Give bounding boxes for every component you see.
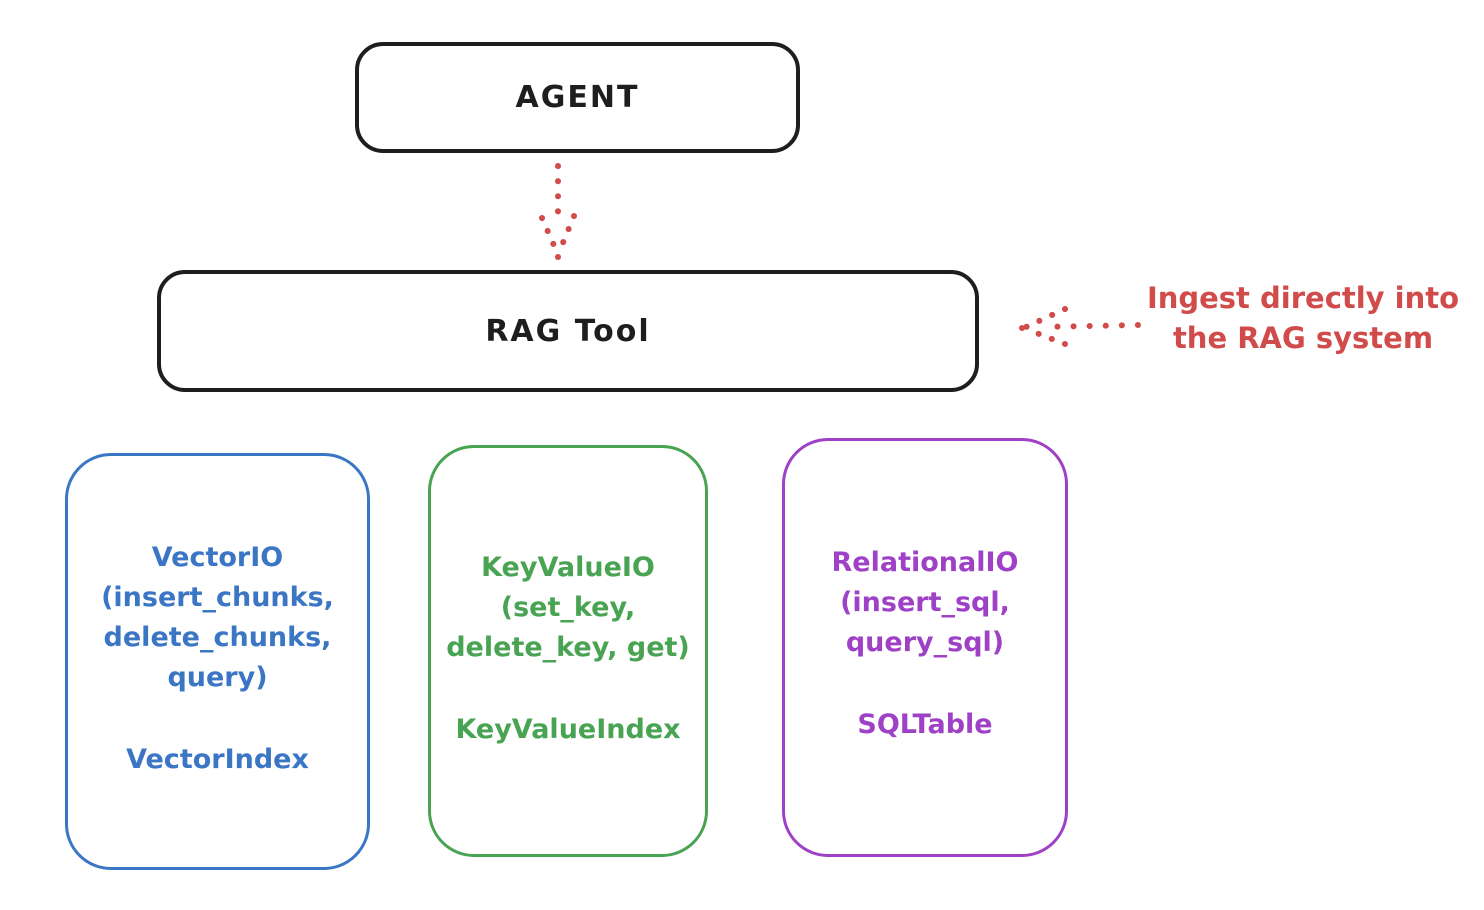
relational-io-node: RelationalIO (insert_sql, query_sql) SQL… [782,438,1068,857]
dotted-arrow-down-icon [539,163,577,260]
keyvalue-index-label: KeyValueIndex [455,714,681,745]
ingest-annotation: Ingest directly into the RAG system [1138,278,1468,358]
rag-tool-label: RAG Tool [485,313,651,349]
dotted-arrow-left-icon [1019,306,1141,347]
relational-io-label: RelationalIO (insert_sql, query_sql) [831,547,1019,658]
vector-index-label: VectorIndex [126,744,309,775]
vector-io-node: VectorIO (insert_chunks, delete_chunks, … [65,453,370,870]
keyvalue-io-node: KeyValueIO (set_key, delete_key, get) Ke… [428,445,708,857]
rag-tool-node: RAG Tool [157,270,979,392]
sqltable-label: SQLTable [857,709,993,740]
ingest-annotation-line2: the RAG system [1172,321,1434,355]
ingest-annotation-line1: Ingest directly into [1146,281,1460,315]
vector-io-label: VectorIO (insert_chunks, delete_chunks, … [101,542,334,693]
agent-label: AGENT [515,80,640,115]
keyvalue-io-label: KeyValueIO (set_key, delete_key, get) [446,552,690,663]
agent-node: AGENT [355,42,800,153]
